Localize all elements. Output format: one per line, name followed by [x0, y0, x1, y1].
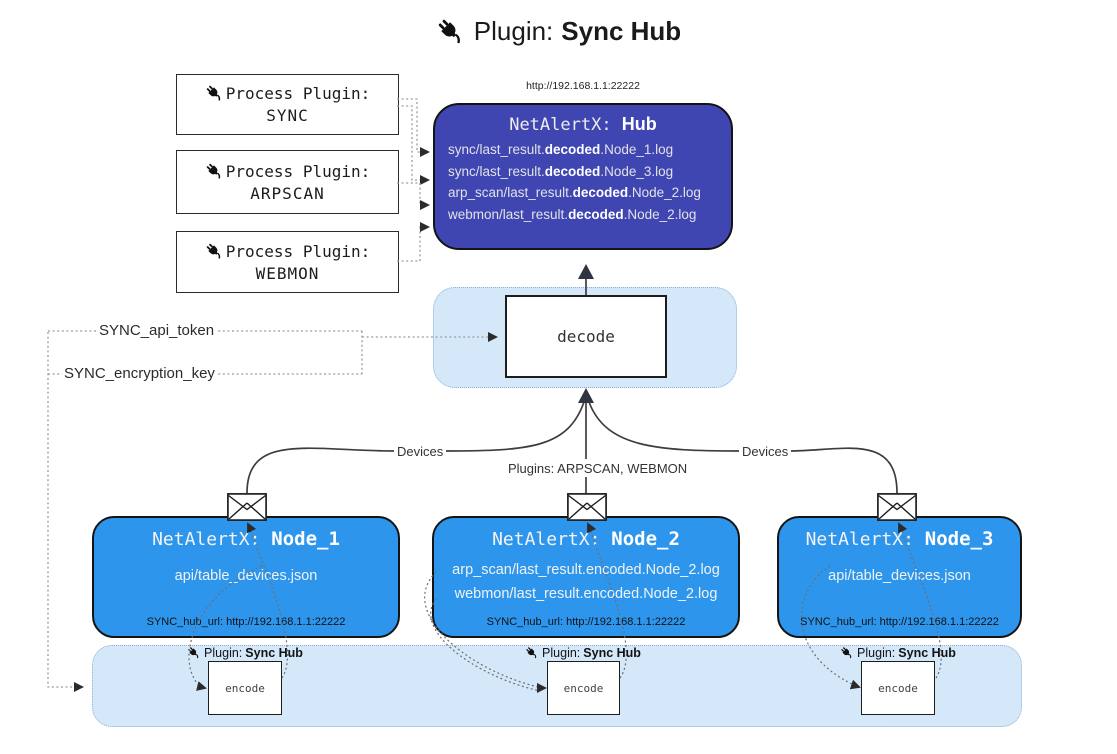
hub-log-line: sync/last_result.decoded.Node_1.log	[448, 142, 731, 157]
node-1-files: api/table_devices.json	[94, 568, 398, 584]
process-plugin-label: Process Plugin:	[225, 84, 371, 103]
hub-title-name: Hub	[621, 114, 657, 134]
process-plugin-label: Process Plugin:	[225, 241, 371, 261]
envelope-icon	[567, 493, 607, 521]
process-plugin-arpscan-label: Process Plugin:	[205, 161, 371, 181]
log-post: .Node_3.log	[600, 163, 674, 179]
process-plugin-webmon-box: Process Plugin: WEBMON	[176, 231, 399, 293]
encode-region-label-1: Plugin: Sync Hub	[185, 646, 305, 660]
node-title-prefix: NetAlertX:	[152, 529, 272, 550]
region-label-name: Sync Hub	[583, 646, 641, 660]
page-title: Plugin: Sync Hub	[0, 16, 1117, 47]
node-title-name: Node_3	[924, 528, 994, 550]
process-plugin-name: ARPSCAN	[250, 183, 325, 203]
edge-label-plugins: Plugins: ARPSCAN, WEBMON	[505, 461, 691, 476]
node-2-files: arp_scan/last_result.encoded.Node_2.log …	[434, 562, 738, 602]
node-title-name: Node_2	[611, 528, 680, 550]
node-title-name: Node_1	[271, 528, 340, 550]
process-plugin-name: WEBMON	[255, 263, 320, 283]
hub-log-line: sync/last_result.decoded.Node_3.log	[448, 164, 731, 179]
node-3-title: NetAlertX: Node_3	[779, 528, 1020, 550]
log-post: .Node_2.log	[623, 206, 697, 222]
log-pre: arp_scan/last_result.	[448, 185, 573, 200]
edge-label-devices-left: Devices	[394, 444, 447, 459]
edge-sync-to-log2	[397, 105, 430, 185]
node-file: api/table_devices.json	[828, 568, 971, 584]
region-label-prefix: Plugin:	[204, 646, 243, 660]
log-bold: decoded	[544, 163, 601, 179]
plug-icon	[187, 646, 201, 660]
region-label-name: Sync Hub	[898, 646, 956, 660]
encode-region-label-3: Plugin: Sync Hub	[838, 646, 958, 660]
node-file: api/table_devices.json	[174, 568, 318, 584]
plug-icon	[525, 646, 539, 660]
edge-keys-to-encode-region	[47, 332, 84, 692]
node-title-prefix: NetAlertX:	[492, 529, 612, 550]
plug-icon	[205, 84, 224, 103]
log-bold: decoded	[568, 206, 624, 222]
edge-node1-curve-b	[445, 401, 585, 452]
node-3-hub-url: SYNC_hub_url: http://192.168.1.1:22222	[800, 616, 999, 628]
process-plugin-label: Process Plugin:	[225, 161, 371, 181]
encode-box-1: encode	[208, 661, 282, 715]
plug-icon	[840, 646, 854, 660]
edge-arpscan-to-log3	[397, 182, 430, 210]
node-file: webmon/last_result.encoded.Node_2.log	[454, 586, 718, 602]
node-2-hub-url: SYNC_hub_url: http://192.168.1.1:22222	[486, 616, 686, 628]
page-title-name: Sync Hub	[561, 16, 682, 46]
encode-box-3: encode	[861, 661, 935, 715]
edge-label-devices-right: Devices	[739, 444, 792, 459]
log-post: .Node_1.log	[600, 142, 674, 157]
hub-title-prefix: NetAlertX:	[509, 115, 622, 135]
node-title-prefix: NetAlertX:	[805, 529, 925, 550]
process-plugin-name: SYNC	[266, 106, 309, 125]
node-3-box: NetAlertX: Node_3 api/table_devices.json…	[777, 516, 1022, 638]
plug-icon	[436, 17, 466, 47]
node-1-hub-url: SYNC_hub_url: http://192.168.1.1:22222	[146, 616, 346, 628]
sync-encryption-key-label: SYNC_encryption_key	[62, 365, 217, 382]
node-1-title: NetAlertX: Node_1	[94, 528, 398, 550]
region-label-prefix: Plugin:	[857, 646, 896, 660]
sync-api-token-label: SYNC_api_token	[97, 322, 217, 339]
plug-icon	[205, 242, 224, 261]
node-3-files: api/table_devices.json	[779, 568, 1020, 584]
hub-url-label: http://192.168.1.1:22222	[526, 80, 640, 92]
node-2-title: NetAlertX: Node_2	[434, 528, 738, 550]
log-bold: decoded	[544, 142, 601, 157]
page-title-prefix: Plugin:	[473, 16, 554, 46]
edge-webmon-to-log4	[397, 222, 430, 262]
encode-box-2: encode	[547, 661, 620, 715]
encode-region-label-2: Plugin: Sync Hub	[523, 646, 643, 660]
node-2-box: NetAlertX: Node_2 arp_scan/last_result.e…	[432, 516, 740, 638]
edge-node3-curve-a	[789, 447, 898, 494]
process-plugin-arpscan-box: Process Plugin: ARPSCAN	[176, 150, 399, 214]
log-bold: decoded	[572, 185, 629, 200]
process-plugin-sync-box: Process Plugin: SYNC	[176, 74, 399, 135]
process-plugin-webmon-label: Process Plugin:	[205, 241, 371, 261]
plug-icon	[205, 162, 224, 181]
hub-log-line: webmon/last_result.decoded.Node_2.log	[448, 207, 731, 222]
hub-log-line: arp_scan/last_result.decoded.Node_2.log	[448, 185, 731, 200]
decode-box: decode	[505, 295, 667, 378]
region-label-name: Sync Hub	[245, 646, 303, 660]
log-post: .Node_2.log	[628, 185, 701, 200]
log-pre: webmon/last_result.	[448, 206, 569, 222]
node-1-box: NetAlertX: Node_1 api/table_devices.json…	[92, 516, 400, 638]
envelope-icon	[227, 493, 267, 521]
hub-log-list: sync/last_result.decoded.Node_1.log sync…	[435, 142, 731, 222]
hub-box: NetAlertX: Hub sync/last_result.decoded.…	[433, 103, 733, 250]
envelope-icon	[877, 493, 917, 521]
edge-node1-curve-a	[246, 447, 395, 494]
log-pre: sync/last_result.	[448, 163, 545, 179]
edge-sync-to-log1	[397, 98, 430, 157]
process-plugin-sync-label: Process Plugin:	[205, 84, 371, 103]
edge-node3-curve-b	[588, 401, 741, 452]
node-file: arp_scan/last_result.encoded.Node_2.log	[452, 562, 720, 578]
region-label-prefix: Plugin:	[542, 646, 581, 660]
hub-title: NetAlertX: Hub	[435, 114, 731, 135]
log-pre: sync/last_result.	[448, 142, 545, 157]
